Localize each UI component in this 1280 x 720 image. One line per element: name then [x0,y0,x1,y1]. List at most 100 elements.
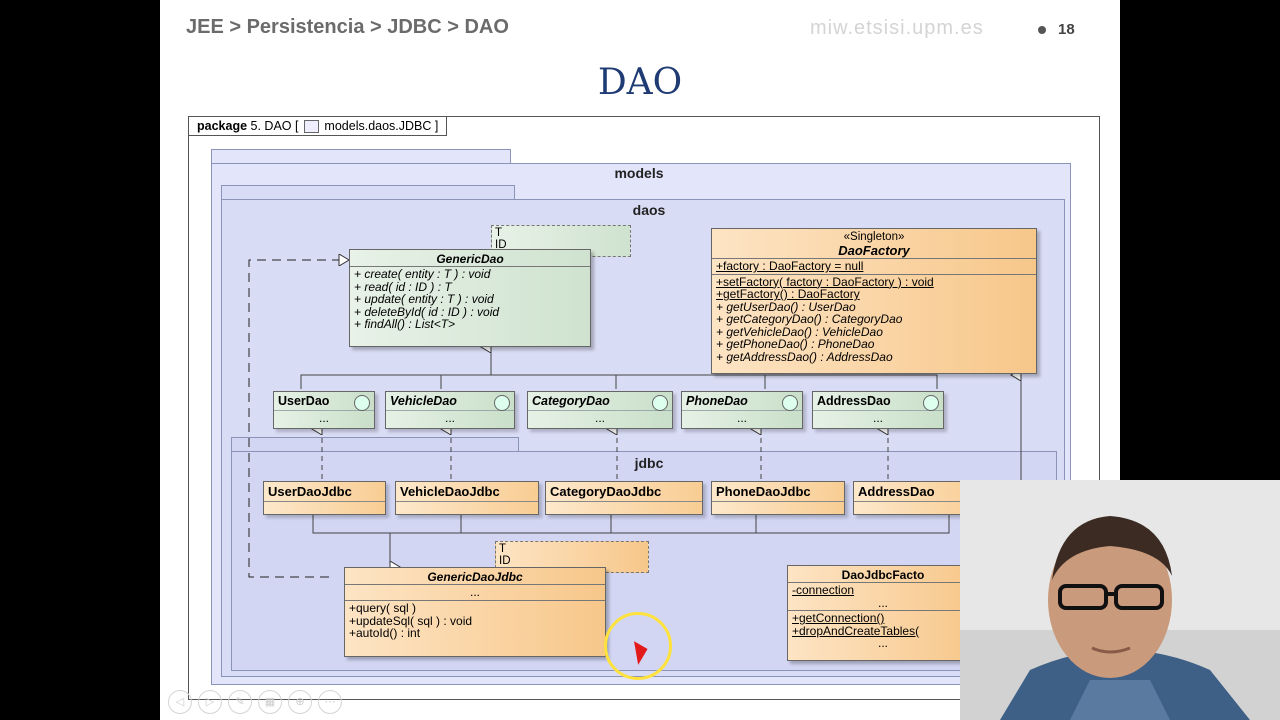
interface-dots: ... [682,410,802,425]
models-package-tab [211,149,511,164]
op-delete: + deleteById( id : ID ) : void [354,304,500,319]
generic-dao-jdbc-class[interactable]: GenericDaoJdbc ... +query( sql ) +update… [344,567,606,657]
slides-icon[interactable]: ▦ [258,690,282,714]
next-icon[interactable]: ▷ [198,690,222,714]
interface-icon [494,395,510,411]
interface-name: AddressDao [817,394,891,408]
class-name: AddressDao [858,484,935,499]
class-name: CategoryDaoJdbc [550,484,662,499]
interface-phone-dao[interactable]: PhoneDao ... [681,391,803,429]
op-create: + create( entity : T ) : void [354,267,491,281]
prev-icon[interactable]: ◁ [168,690,192,714]
class-name: PhoneDaoJdbc [716,484,811,499]
op-update-sql: +updateSql( sql ) : void [349,613,473,628]
class-vehicle-dao-jdbc[interactable]: VehicleDaoJdbc [395,481,539,515]
class-name: UserDaoJdbc [268,484,352,499]
more-icon[interactable]: ⋯ [318,690,342,714]
dao-factory-stereotype: «Singleton» [843,231,905,243]
cursor-highlight-ring [604,612,672,680]
op-get-vehicle-dao: + getVehicleDao() : VehicleDao [716,324,883,339]
interface-name: UserDao [278,394,330,408]
attr-dots: ... [877,595,888,610]
frame-keyword: package [197,119,248,133]
interface-name: PhoneDao [686,394,748,408]
class-category-dao-jdbc[interactable]: CategoryDaoJdbc [545,481,703,515]
op-findall: + findAll() : List<T> [354,317,456,331]
tparam-id: ID [495,239,507,251]
interface-dots: ... [386,410,514,425]
daos-package-name: daos [632,202,666,218]
frame-package-label: package 5. DAO [ models.daos.JDBC ] [189,117,448,136]
interface-icon [782,395,798,411]
generic-dao-jdbc-attrs: ... [345,584,605,600]
interface-name: VehicleDao [390,394,457,408]
interface-icon [923,395,939,411]
dao-factory-attrs: +factory : DaoFactory = null [712,258,1036,274]
interface-icon [354,395,370,411]
generic-dao-ops: + create( entity : T ) : void + read( id… [350,266,590,332]
op-update: + update( entity : T ) : void [354,292,494,306]
uml-diagram-frame: models daos jdbc [188,116,1100,700]
generic-dao-name: GenericDao [436,252,504,266]
dao-factory-ops: +setFactory( factory : DaoFactory ) : vo… [712,273,1036,365]
page-number: 18 [1058,21,1075,38]
dao-jdbc-factory-attrs: -connection ... [788,582,978,610]
site-url: miw.etsisi.upm.es [810,17,984,39]
tparam-id: ID [499,555,511,567]
tparam-t: T [495,227,503,239]
daos-package-tab [221,185,515,200]
op-get-category-dao: + getCategoryDao() : CategoryDao [716,312,903,326]
interface-dots: ... [274,410,374,425]
generic-dao-jdbc-name: GenericDaoJdbc [427,570,523,584]
interface-user-dao[interactable]: UserDao ... [273,391,375,429]
dao-jdbc-factory-class[interactable]: DaoJdbcFacto -connection ... +getConnect… [787,565,979,661]
class-body [396,501,538,508]
op-read: + read( id : ID ) : T [354,279,452,294]
package-icon [303,120,319,134]
slide: JEE > Persistencia > JDBC > DAO miw.etsi… [160,0,1120,720]
op-get-address-dao: + getAddressDao() : AddressDao [716,349,893,364]
interface-vehicle-dao[interactable]: VehicleDao ... [385,391,515,429]
diagram-canvas: models daos jdbc [189,117,1099,699]
op-get-user-dao: + getUserDao() : UserDao [716,299,856,314]
webcam-overlay [960,480,1280,720]
class-user-dao-jdbc[interactable]: UserDaoJdbc [263,481,386,515]
interface-icon [652,395,668,411]
slide-title: DAO [597,62,683,103]
breadcrumb: JEE > Persistencia > JDBC > DAO [186,16,509,38]
attr-connection: -connection [792,583,855,597]
class-body [264,501,385,508]
interface-address-dao[interactable]: AddressDao ... [812,391,944,429]
interface-category-dao[interactable]: CategoryDao ... [527,391,673,429]
class-body [854,501,984,508]
interface-name: CategoryDao [532,394,610,408]
dao-factory-name: DaoFactory [838,243,910,258]
class-body [712,501,844,508]
jdbc-package-name: jdbc [634,455,664,471]
interface-dots: ... [528,410,672,425]
ops-dots: ... [877,636,888,650]
dao-jdbc-factory-name: DaoJdbcFacto [841,568,925,582]
presenter-video [960,480,1280,720]
dao-jdbc-factory-ops: +getConnection() +dropAndCreateTables( .… [788,610,978,651]
op-get-phone-dao: + getPhoneDao() : PhoneDao [716,337,875,351]
dao-factory-class[interactable]: «Singleton» DaoFactory +factory : DaoFac… [711,228,1037,374]
op-drop-create-tables: +dropAndCreateTables( [792,623,920,638]
op-get-factory: +getFactory() : DaoFactory [716,287,860,301]
zoom-icon[interactable]: ⊕ [288,690,312,714]
frame-ref: models.daos.JDBC ] [324,119,439,133]
attr-factory: +factory : DaoFactory = null [716,259,864,273]
op-get-connection: +getConnection() [792,611,885,625]
jdbc-package-tab [231,437,519,452]
op-query: +query( sql ) [349,601,417,615]
tparam-t: T [499,543,507,555]
class-name: VehicleDaoJdbc [400,484,500,499]
op-set-factory: +setFactory( factory : DaoFactory ) : vo… [716,274,934,289]
class-phone-dao-jdbc[interactable]: PhoneDaoJdbc [711,481,845,515]
frame-name: 5. DAO [ [250,119,299,133]
generic-dao-class[interactable]: GenericDao + create( entity : T ) : void… [349,249,591,347]
interface-dots: ... [813,410,943,425]
class-body [546,501,702,508]
op-auto-id: +autoId() : int [349,626,421,640]
pen-icon[interactable]: ✎ [228,690,252,714]
